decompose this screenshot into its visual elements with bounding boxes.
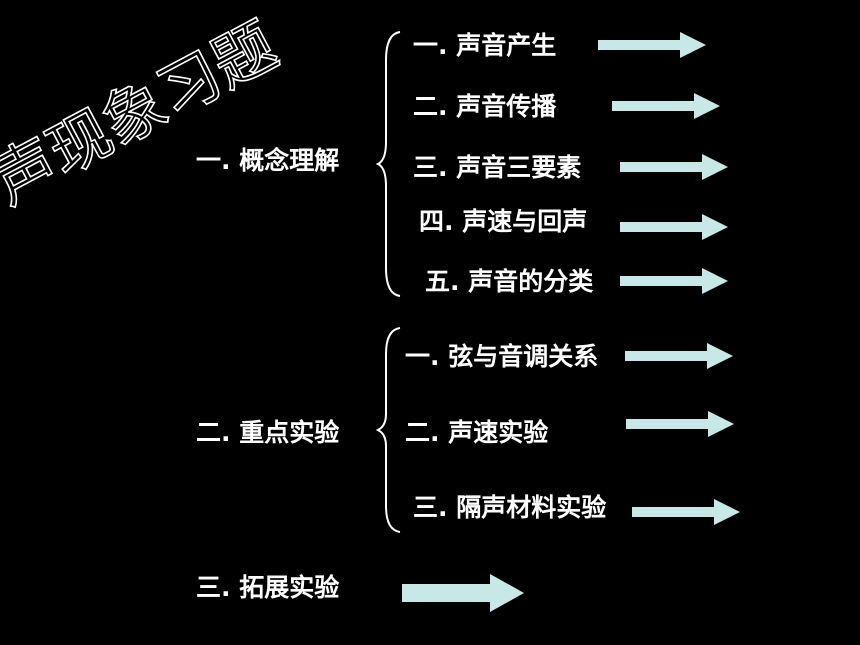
arrow-string-pitch[interactable] — [625, 342, 735, 370]
section-extension-label[interactable]: 三. 拓展实验 — [196, 573, 340, 602]
item-sound-insulation[interactable]: 三. 隔声材料实验 — [413, 493, 607, 522]
section-concept-label[interactable]: 一. 概念理解 — [196, 146, 340, 175]
brace-key-experiments — [376, 327, 401, 533]
item-speed-experiment[interactable]: 二. 声速实验 — [405, 418, 549, 447]
item-sound-propagation[interactable]: 二. 声音传播 — [413, 92, 557, 121]
arrow-sound-propagation[interactable] — [612, 92, 722, 120]
arrow-extension[interactable] — [402, 573, 526, 613]
item-string-pitch[interactable]: 一. 弦与音调关系 — [405, 342, 599, 371]
arrow-speed-experiment[interactable] — [626, 410, 736, 438]
item-speed-echo[interactable]: 四. 声速与回声 — [419, 207, 588, 236]
arrow-speed-echo[interactable] — [620, 213, 730, 241]
brace-concept — [376, 31, 401, 297]
section-key-experiments-label[interactable]: 二. 重点实验 — [196, 418, 340, 447]
arrow-sound-classification[interactable] — [620, 267, 730, 295]
item-sound-classification[interactable]: 五. 声音的分类 — [425, 267, 594, 296]
item-three-elements[interactable]: 三. 声音三要素 — [413, 153, 582, 182]
arrow-sound-insulation[interactable] — [632, 498, 742, 526]
slide-title: 声现象习题 — [0, 8, 289, 218]
item-sound-generation[interactable]: 一. 声音产生 — [413, 31, 557, 60]
arrow-sound-generation[interactable] — [598, 31, 708, 59]
arrow-three-elements[interactable] — [620, 153, 730, 181]
slide-title-art: 声现象习题 — [0, 7, 290, 219]
